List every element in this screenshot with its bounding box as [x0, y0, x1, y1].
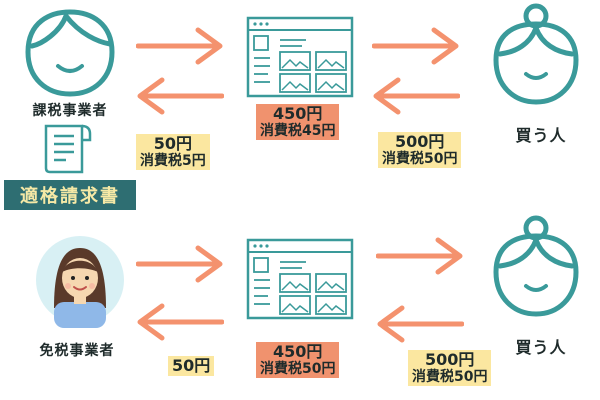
tag-price: 500円 [425, 350, 475, 369]
platform-payment-tag: 450円 消費税45円 [256, 104, 340, 141]
tag-tax: 消費税50円 [382, 151, 458, 168]
tag-tax: 消費税50円 [260, 361, 336, 378]
platform-payment-tag: 450円 消費税50円 [256, 342, 340, 379]
arrow-left-icon [137, 77, 224, 115]
buyer-payment-tag: 500円 消費税50円 [378, 132, 462, 169]
buyer-icon [493, 215, 579, 317]
arrow-right-icon [372, 27, 459, 65]
qualified-invoice-label: 適格請求書 [4, 180, 136, 210]
platform-window-icon [246, 238, 354, 320]
tag-tax: 消費税45円 [260, 123, 336, 140]
taxable-seller-payment-tag: 50円 消費税5円 [136, 134, 210, 171]
taxable-seller-label: 課税事業者 [32, 103, 108, 119]
arrow-right-icon [136, 27, 223, 65]
arrow-left-icon [137, 303, 224, 341]
buyer-icon [493, 3, 579, 105]
exempt-seller-payment-tag: 50円 [168, 356, 215, 377]
platform-window-icon [246, 16, 354, 98]
arrow-left-icon [373, 77, 460, 115]
tag-price: 450円 [273, 342, 323, 361]
exempt-seller-label: 免税事業者 [39, 343, 115, 359]
tag-price: 50円 [153, 134, 193, 153]
buyer-payment-tag: 500円 消費税50円 [408, 350, 492, 387]
taxable-seller-icon [25, 9, 115, 97]
arrow-right-icon [376, 237, 463, 275]
tag-price: 50円 [172, 356, 211, 375]
arrow-right-icon [136, 245, 223, 283]
tag-price: 450円 [273, 104, 323, 123]
tag-tax: 消費税50円 [412, 369, 488, 386]
arrow-left-icon [377, 305, 464, 343]
exempt-seller-avatar-icon [36, 236, 124, 328]
tag-price: 500円 [395, 132, 445, 151]
buyer-label: 買う人 [515, 126, 567, 145]
receipt-icon [44, 124, 92, 174]
tag-tax: 消費税5円 [140, 153, 206, 170]
buyer-label: 買う人 [515, 338, 567, 357]
